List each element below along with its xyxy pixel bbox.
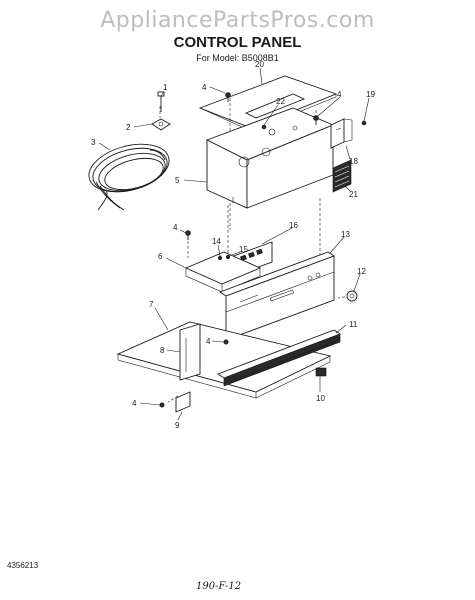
callout-9: 9 [175,421,180,430]
callout-18: 18 [349,157,358,166]
part-knob[interactable] [346,290,358,302]
callout-12: 12 [357,267,366,276]
part-control-panel[interactable] [219,251,335,341]
part-clip[interactable] [315,367,327,377]
callout-6: 6 [158,252,163,261]
part-lower-bracket[interactable] [175,391,191,413]
callout-4-middle: 4 [173,223,178,232]
callout-5: 5 [175,176,180,185]
part-screw-and-clip[interactable] [151,91,171,131]
callout-16: 16 [289,221,298,230]
part-side-panel[interactable] [179,323,201,381]
callout-14: 14 [212,237,221,246]
callout-leader-lines [98,67,370,421]
handwritten-note: 190-F-12 [196,581,242,592]
part-grille[interactable] [332,159,352,193]
part-trim-strip[interactable] [217,329,341,387]
part-screws[interactable] [159,92,367,408]
callout-8: 8 [160,346,165,355]
callout-20: 20 [255,60,264,69]
callout-4-panel: 4 [206,337,211,346]
callout-3: 3 [91,138,96,147]
model-subtitle: For Model: B5008B1 [196,53,279,63]
callout-4-top-right: 4 [337,90,342,99]
callout-15: 15 [239,245,248,254]
callout-19: 19 [366,90,375,99]
part-wire-harness[interactable] [84,136,175,211]
callout-2: 2 [126,123,131,132]
callout-1: 1 [163,83,168,92]
callout-22: 22 [276,97,285,106]
diagram-title: CONTROL PANEL [173,34,302,51]
document-number: 4356213 [7,561,39,570]
callout-7: 7 [149,300,154,309]
callout-4-bottom: 4 [132,399,137,408]
part-bracket[interactable] [330,118,353,149]
callout-13: 13 [341,230,350,239]
callout-10: 10 [316,394,325,403]
callout-4-top-left: 4 [202,83,207,92]
watermark: AppliancePartsPros.com [100,8,375,33]
callout-11: 11 [349,320,358,329]
callout-21: 21 [349,190,358,199]
part-base-plate[interactable] [116,321,332,399]
part-control-box[interactable] [205,93,335,209]
